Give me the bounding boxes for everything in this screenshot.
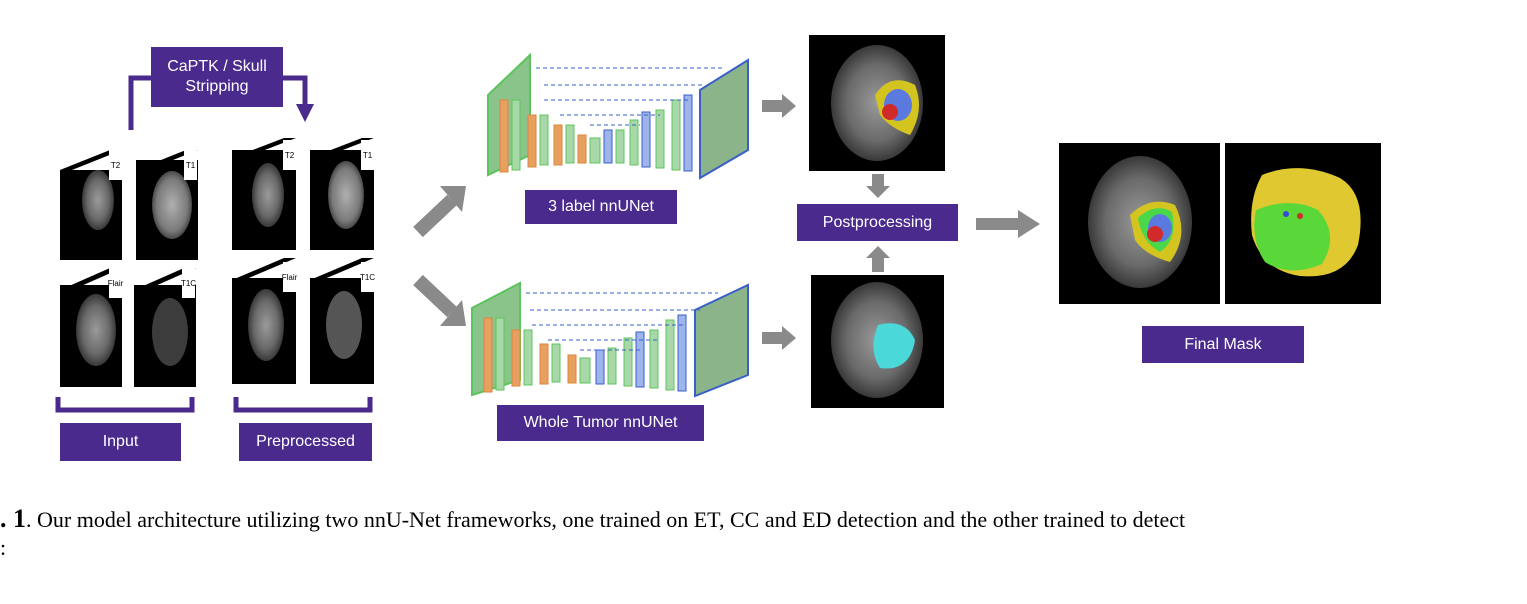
label-postprocessing: Postprocessing [797, 204, 958, 241]
unet-3label [487, 52, 749, 180]
arrow-up-to-post [866, 246, 890, 272]
tag-pre-t2: T2 [283, 140, 296, 170]
arrow-netwt-to-seg [762, 326, 796, 350]
label-whole-tumor-nnunet: Whole Tumor nnUNet [497, 405, 704, 441]
input-bracket [55, 397, 195, 413]
tag-pre-t1c: T1C [360, 262, 375, 292]
label-skull-stripping: CaPTK / Skull Stripping [151, 47, 283, 107]
tag-input-t1c: T1C [181, 268, 196, 298]
arrow-down-to-post [866, 174, 890, 198]
final-mask-3d-render [1225, 143, 1381, 304]
preprocessed-mri-stack-t1c [310, 258, 374, 384]
label-input: Input [60, 423, 181, 461]
tag-input-flair: Flair [108, 268, 123, 298]
caption-text-line2: : [0, 535, 7, 560]
input-mri-stack-t2 [60, 150, 122, 260]
caption-text: . Our model architecture utilizing two n… [26, 507, 1186, 532]
arrow-post-to-final [976, 210, 1040, 238]
figure-number: . 1 [0, 504, 26, 533]
final-mask-2d-image [1059, 143, 1220, 304]
tag-pre-t1: T1 [361, 140, 374, 170]
preprocessed-mri-stack-t1 [310, 138, 374, 250]
tag-pre-flair: Flair [282, 262, 297, 292]
segmentation-wt-image [811, 275, 944, 408]
arrow-to-wt-net [413, 274, 466, 326]
input-mri-stack-t1c [134, 268, 196, 387]
preprocessed-bracket [233, 397, 373, 413]
label-preprocessed: Preprocessed [239, 423, 372, 461]
arrow-to-3label-net [413, 186, 466, 238]
tag-input-t1: T1 [184, 150, 197, 180]
label-final-mask: Final Mask [1142, 326, 1304, 363]
figure-caption: . 1. Our model architecture utilizing tw… [0, 505, 1527, 562]
unet-whole-tumor [471, 281, 749, 398]
tag-input-t2: T2 [109, 150, 122, 180]
input-mri-stack-flair [60, 268, 122, 387]
arrow-net3-to-seg [762, 94, 796, 118]
preprocessed-mri-stack-flair [232, 258, 296, 384]
label-3label-nnunet: 3 label nnUNet [525, 190, 677, 224]
segmentation-3label-image [809, 35, 945, 171]
